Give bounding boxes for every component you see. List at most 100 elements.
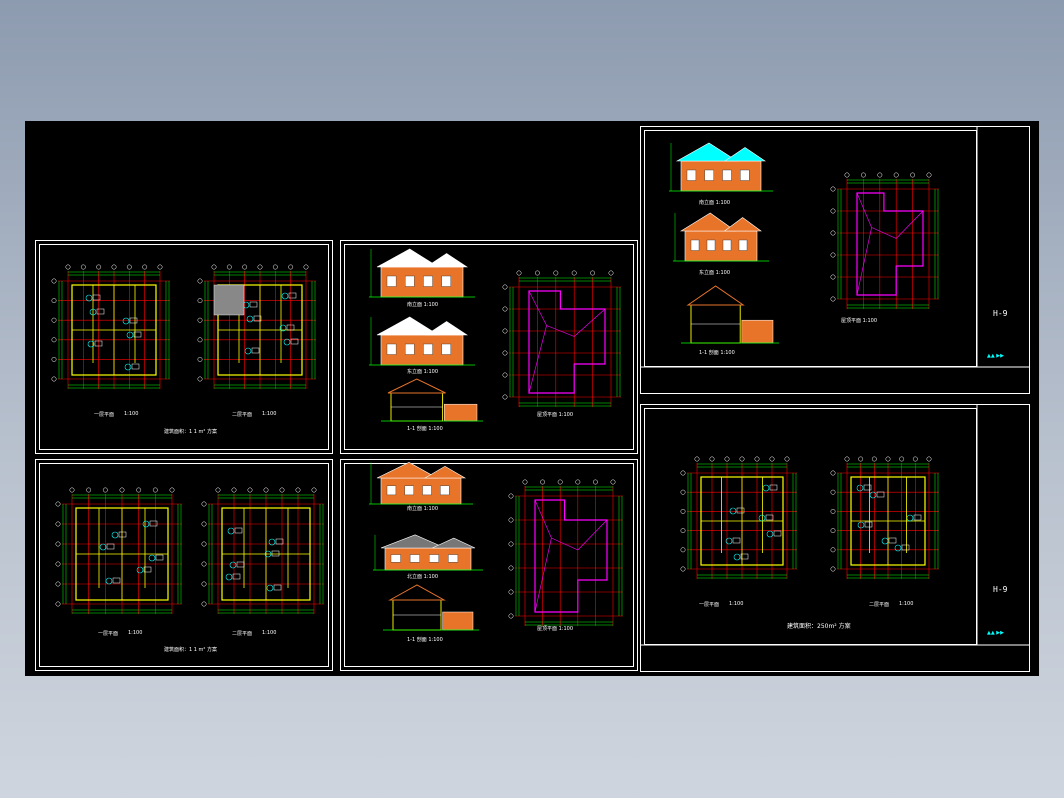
furniture bbox=[227, 527, 235, 535]
plan-scale-left: 1:100 bbox=[128, 630, 143, 636]
sheet-elevations-e[interactable]: 南立面 1:100 东立面 1:100 1-1 剖面 1:100 屋顶平面 1:… bbox=[640, 126, 1030, 394]
roof-ridge bbox=[551, 537, 578, 551]
axis-bubble bbox=[51, 356, 57, 362]
furniture bbox=[85, 294, 93, 302]
roof bbox=[380, 534, 446, 549]
garage bbox=[442, 611, 474, 631]
axis-bubble bbox=[680, 470, 686, 476]
sheet-floor-plans-b[interactable]: 一层平面 1:100 二层平面 1:100 建筑面积：1 1 m² 方案 bbox=[35, 459, 333, 671]
furniture bbox=[236, 561, 245, 568]
axis-bubble bbox=[201, 601, 207, 607]
cad-drawing-canvas[interactable]: 一层平面 1:100 二层平面 1:100 建筑面积：1 1 m² 方案 一层平… bbox=[25, 121, 1039, 676]
furniture bbox=[876, 491, 885, 498]
axis-bubble bbox=[926, 172, 932, 178]
furniture bbox=[913, 514, 922, 521]
furniture bbox=[769, 484, 778, 491]
title-block-code: H-9 bbox=[993, 585, 1008, 594]
axis-bubble bbox=[553, 270, 559, 276]
axis-bubble bbox=[96, 264, 102, 270]
axis-bubble bbox=[830, 489, 836, 495]
window bbox=[386, 275, 397, 287]
axis-bubble bbox=[215, 487, 221, 493]
axis-bubble bbox=[197, 298, 203, 304]
furniture bbox=[126, 331, 134, 339]
axis-bubble bbox=[754, 456, 760, 462]
sheet-elevations-c[interactable]: 南立面 1:100 东立面 1:100 1-1 剖面 1:100 屋顶平面 1:… bbox=[340, 240, 638, 454]
roof bbox=[425, 321, 468, 336]
furniture bbox=[857, 521, 865, 529]
sheet-elevations-d[interactable]: 南立面 1:100 北立面 1:100 1-1 剖面 1:100 屋顶平面 1:… bbox=[340, 459, 638, 671]
axis-bubble bbox=[80, 264, 86, 270]
axis-bubble bbox=[508, 493, 514, 499]
axis-bubble bbox=[508, 589, 514, 595]
plan-label-left: 一层平面 bbox=[94, 412, 115, 418]
furniture bbox=[732, 537, 741, 544]
axis-bubble bbox=[830, 252, 836, 258]
axis-bubble bbox=[142, 264, 148, 270]
axis-bubble bbox=[126, 264, 132, 270]
furniture bbox=[888, 537, 897, 544]
sheet-inner-frame bbox=[39, 244, 329, 450]
furniture bbox=[863, 484, 872, 491]
axis-bubble bbox=[197, 317, 203, 323]
title-block-scale-bar: ▲▲ ▶▶ bbox=[987, 353, 1004, 359]
axis-bubble bbox=[590, 270, 596, 276]
furniture bbox=[149, 520, 158, 527]
elevation-label-1: 南立面 1:100 bbox=[699, 200, 730, 206]
axis-bubble bbox=[508, 541, 514, 547]
axis-bubble bbox=[279, 487, 285, 493]
axis-bubble bbox=[830, 508, 836, 514]
window bbox=[405, 275, 415, 287]
sheet-floor-plans-a[interactable]: 一层平面 1:100 二层平面 1:100 建筑面积：1 1 m² 方案 bbox=[35, 240, 333, 454]
axis-bubble bbox=[157, 264, 163, 270]
window bbox=[722, 169, 732, 181]
axis-bubble bbox=[830, 230, 836, 236]
axis-bubble bbox=[263, 487, 269, 493]
axis-bubble bbox=[86, 487, 92, 493]
axis-bubble bbox=[877, 172, 883, 178]
axis-bubble bbox=[169, 487, 175, 493]
axis-bubble bbox=[136, 487, 142, 493]
window bbox=[386, 343, 397, 355]
axis-bubble bbox=[926, 456, 932, 462]
roof bbox=[432, 537, 476, 549]
axis-bubble bbox=[680, 508, 686, 514]
roof-plan-label: 屋顶平面 1:100 bbox=[841, 318, 877, 324]
axis-bubble bbox=[51, 317, 57, 323]
furniture bbox=[869, 491, 877, 499]
roof-outline bbox=[856, 192, 924, 296]
axis-bubble bbox=[502, 394, 508, 400]
roof-ridge bbox=[528, 290, 547, 326]
sheet-inner-frame bbox=[344, 244, 634, 450]
axis-bubble bbox=[288, 264, 294, 270]
furniture bbox=[729, 507, 737, 515]
roof-ridge bbox=[534, 499, 552, 539]
furniture bbox=[758, 514, 766, 522]
axis-bubble bbox=[201, 501, 207, 507]
roof-ridge bbox=[534, 537, 552, 613]
furniture bbox=[111, 531, 119, 539]
roof-ridge bbox=[574, 308, 606, 337]
window bbox=[422, 485, 432, 496]
window bbox=[690, 239, 700, 251]
elevations-e-drawing bbox=[641, 127, 1029, 368]
window bbox=[441, 343, 451, 355]
furniture bbox=[275, 538, 284, 545]
axis-bubble bbox=[197, 278, 203, 284]
axis-bubble bbox=[540, 479, 546, 485]
axis-bubble bbox=[844, 456, 850, 462]
plan-label-left: 一层平面 bbox=[98, 631, 119, 637]
furniture bbox=[142, 520, 150, 528]
sheet-floor-plans-f[interactable]: 一层平面 1:100 二层平面 1:100 建筑面积：250m² 方案 H-9 … bbox=[640, 404, 1030, 672]
axis-bubble bbox=[55, 581, 61, 587]
axis-bubble bbox=[201, 561, 207, 567]
axis-bubble bbox=[680, 547, 686, 553]
elevations-d-drawing bbox=[369, 462, 623, 631]
window bbox=[722, 239, 732, 251]
elevation-label-2: 北立面 1:100 bbox=[407, 574, 438, 580]
furniture bbox=[864, 521, 873, 528]
axis-bubble bbox=[830, 547, 836, 553]
plan-scale-right: 1:100 bbox=[262, 630, 277, 636]
axis-bubble bbox=[830, 208, 836, 214]
axis-bubble bbox=[51, 278, 57, 284]
